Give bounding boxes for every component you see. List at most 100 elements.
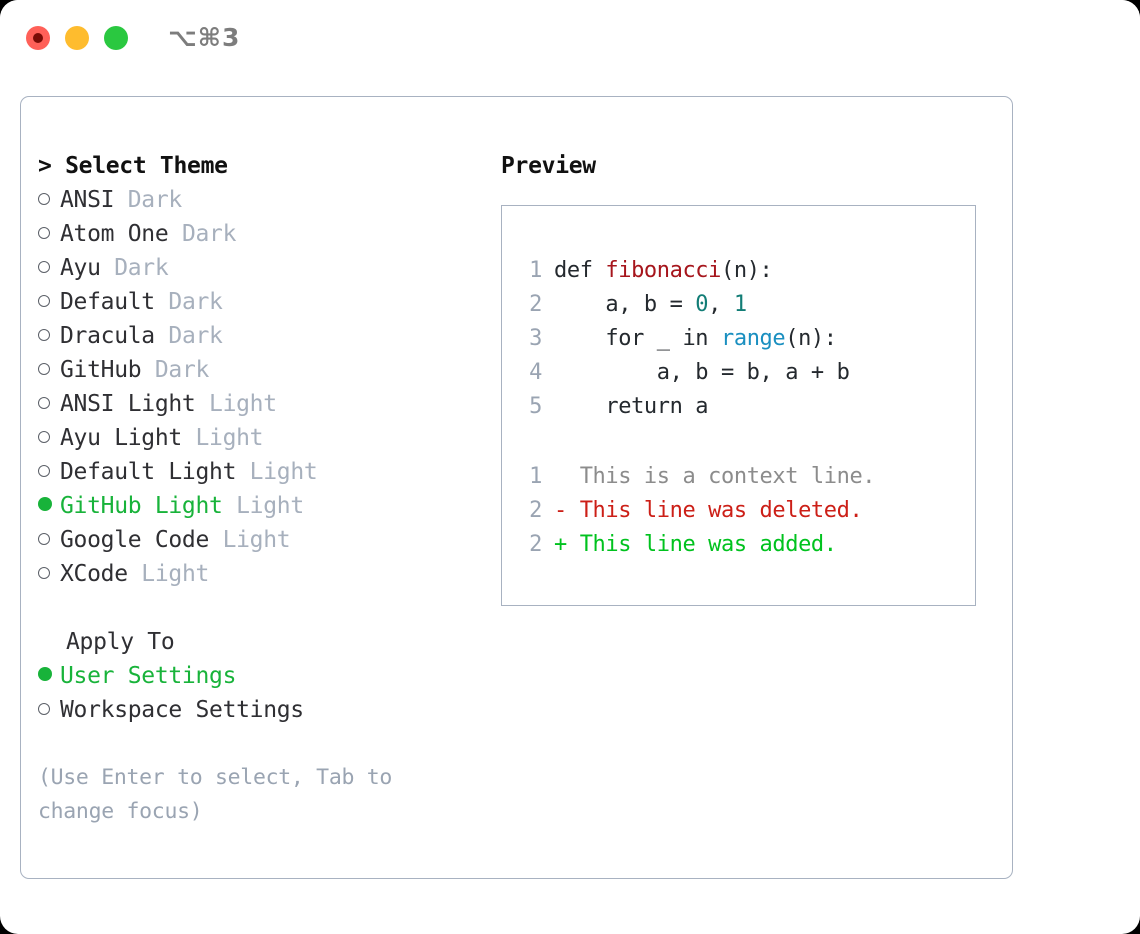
code-token-fn: fibonacci [605,258,721,283]
radio-unselected-icon [38,353,60,387]
code-token-plain: a, b = [554,292,696,317]
code-line: 3 for _ in range(n): [518,322,849,356]
code-token-plain: def [554,258,606,283]
theme-list-item[interactable]: Default Dark [38,285,488,319]
code-token-plain: a, b = b, a + b [554,360,850,385]
apply-to-label: User Settings [60,663,237,689]
code-token-plain: return a [554,394,709,419]
apply-to-option[interactable]: Workspace Settings [38,693,488,727]
title-bar: ⌥⌘3 [0,0,1140,78]
theme-list-item[interactable]: Ayu Light Light [38,421,488,455]
diff-line: 2- This line was deleted. [518,494,875,528]
radio-unselected-icon [38,285,60,319]
code-token-plain: for _ in [554,326,721,351]
theme-list-item[interactable]: ANSI Dark [38,183,488,217]
theme-name: GitHub Light [60,493,223,519]
diff-line-number: 2 [529,532,542,557]
theme-name: ANSI [60,187,115,213]
diff-line-number: 2 [529,498,542,523]
diff-text: This line was added. [579,532,837,557]
theme-kind-badge: Light [222,493,304,519]
radio-unselected-icon [38,217,60,251]
code-token-plain: (n): [785,326,837,351]
theme-kind-badge: Light [127,561,210,587]
radio-selected-icon [38,659,60,693]
theme-name: Ayu Light [60,425,182,451]
select-theme-heading: > Select Theme [38,153,228,179]
radio-unselected-icon [38,319,60,353]
minimize-button[interactable] [65,26,89,50]
theme-name: ANSI Light [60,391,196,417]
theme-list-item[interactable]: Dracula Dark [38,319,488,353]
theme-kind-badge: Dark [100,255,169,281]
theme-list-item[interactable]: Google Code Light [38,523,488,557]
theme-kind-badge: Light [236,459,318,485]
code-token-num: 1 [733,292,747,317]
code-token-num: 0 [695,292,709,317]
diff-marker: - [554,498,580,523]
theme-kind-badge: Dark [168,221,237,247]
close-button[interactable] [26,26,50,50]
line-number: 2 [529,292,542,317]
theme-list-item[interactable]: Ayu Dark [38,251,488,285]
radio-unselected-icon [38,421,60,455]
traffic-light-controls [26,26,128,50]
theme-kind-badge: Light [195,391,277,417]
code-token-call: range [721,326,786,351]
diff-marker [554,464,580,489]
diff-line-number: 1 [529,464,542,489]
theme-list-item[interactable]: GitHub Dark [38,353,488,387]
theme-name: GitHub [60,357,142,383]
window-title: ⌥⌘3 [168,23,241,52]
theme-list-item[interactable]: ANSI Light Light [38,387,488,421]
apply-to-option[interactable]: User Settings [38,659,488,693]
theme-name: Default Light [60,459,237,485]
line-number: 5 [529,394,542,419]
line-number: 4 [529,360,542,385]
diff-text: This line was deleted. [579,498,863,523]
radio-unselected-icon [38,693,60,727]
theme-list-item[interactable]: Atom One Dark [38,217,488,251]
theme-name: Atom One [60,221,169,247]
preview-heading: Preview [501,153,596,179]
diff-sample: 1 This is a context line.2- This line wa… [518,460,875,562]
theme-kind-badge: Light [181,425,264,451]
radio-selected-icon [38,489,60,523]
radio-unselected-icon [38,557,60,591]
theme-kind-badge: Light [209,527,291,553]
radio-unselected-icon [38,523,60,557]
radio-unselected-icon [38,183,60,217]
theme-kind-badge: Dark [154,289,223,315]
line-number: 3 [529,326,542,351]
theme-list-item[interactable]: XCode Light [38,557,488,591]
spacer-2 [38,727,488,761]
radio-unselected-icon [38,251,60,285]
maximize-button[interactable] [104,26,128,50]
theme-kind-badge: Dark [141,357,210,383]
theme-name: Dracula [60,323,155,349]
spacer [38,591,488,625]
keyboard-hint: (Use Enter to select, Tab to change focu… [38,765,393,824]
apply-to-label: Workspace Settings [60,697,304,723]
theme-name: Default [60,289,155,315]
radio-unselected-icon [38,455,60,489]
apply-to-heading: Apply To [66,629,175,655]
code-token-plain: (n): [721,258,773,283]
theme-kind-badge: Dark [154,323,223,349]
diff-line: 2 + This line was added. [518,528,875,562]
diff-marker: + [554,532,580,557]
theme-name: Ayu [60,255,101,281]
code-line: 5 return a [518,390,849,424]
theme-name: XCode [60,561,128,587]
diff-line: 1 This is a context line. [518,460,875,494]
theme-list-item[interactable]: Default Light Light [38,455,488,489]
theme-list-item[interactable]: GitHub Light Light [38,489,488,523]
radio-unselected-icon [38,387,60,421]
